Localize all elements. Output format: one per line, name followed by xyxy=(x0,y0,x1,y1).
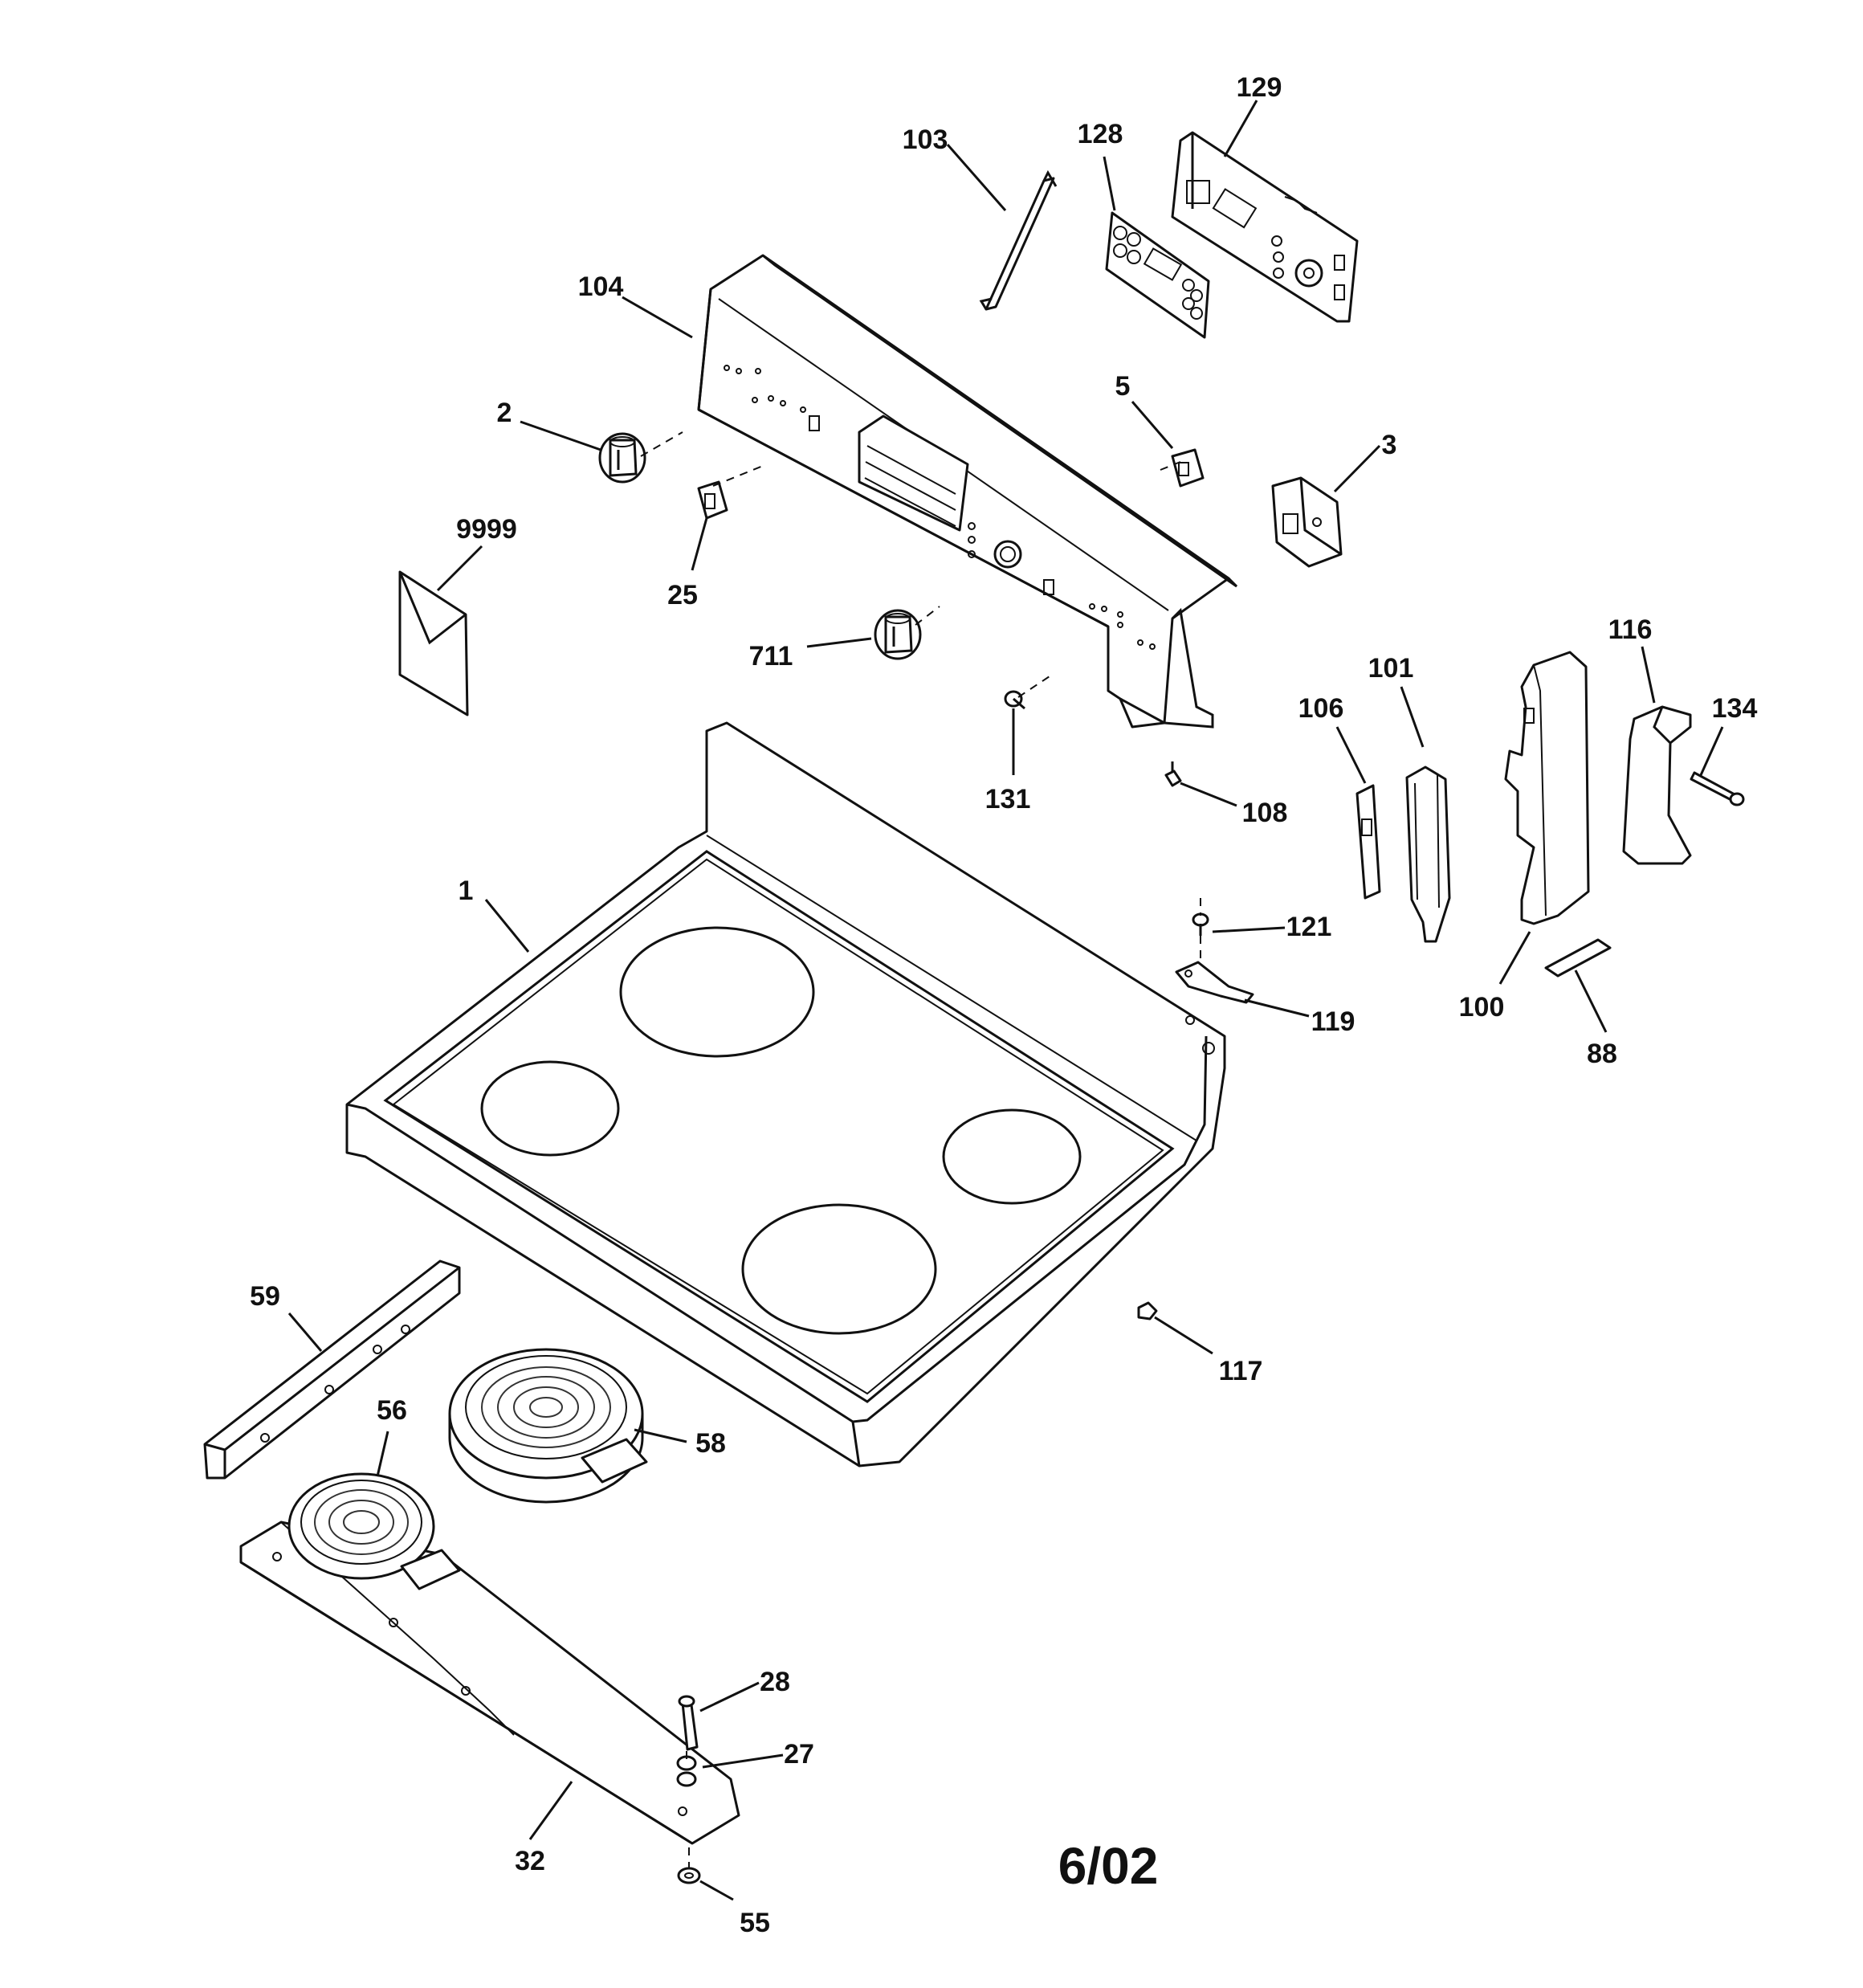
part-label-25: 25 xyxy=(667,580,698,610)
part-label-103: 103 xyxy=(903,125,948,155)
assembly-lines xyxy=(640,431,1201,1868)
date-code: 6/02 xyxy=(1058,1837,1159,1895)
screw-121 xyxy=(1192,912,1209,936)
part-label-116: 116 xyxy=(1608,614,1653,645)
nut-55 xyxy=(677,1867,701,1884)
part-label-134: 134 xyxy=(1712,693,1758,724)
knob-right xyxy=(874,609,922,660)
control-panel-backguard xyxy=(697,254,1238,729)
radiant-element-56 xyxy=(287,1472,461,1590)
part-label-131: 131 xyxy=(985,784,1031,814)
part-label-56: 56 xyxy=(377,1395,407,1426)
screw-134 xyxy=(1690,771,1745,806)
part-label-117: 117 xyxy=(1219,1356,1263,1386)
part-label-128: 128 xyxy=(1078,119,1123,149)
part-label-2: 2 xyxy=(497,398,512,428)
clip-88 xyxy=(1544,938,1612,978)
lamp-switch xyxy=(1171,448,1205,488)
part-label-121: 121 xyxy=(1286,912,1332,942)
rocker-switch xyxy=(697,480,728,520)
part-label-129: 129 xyxy=(1237,72,1282,103)
nut-117 xyxy=(1137,1301,1158,1321)
part-label-101: 101 xyxy=(1368,653,1414,684)
bracket-106 xyxy=(1355,784,1381,900)
part-label-3: 3 xyxy=(1382,430,1397,460)
part-label-100: 100 xyxy=(1459,992,1505,1023)
spacer-27 xyxy=(676,1755,697,1787)
side-trim-100 xyxy=(1504,651,1590,925)
part-label-32: 32 xyxy=(515,1846,545,1876)
part-label-104: 104 xyxy=(578,271,624,302)
burner-bracket-32 xyxy=(239,1521,740,1845)
bracket-101 xyxy=(1405,765,1451,943)
control-board xyxy=(1171,131,1359,323)
part-label-55: 55 xyxy=(740,1908,770,1938)
display-bracket xyxy=(979,169,1058,311)
end-cap-116 xyxy=(1622,705,1692,865)
glass-cooktop xyxy=(345,721,1226,1468)
literature-envelope xyxy=(398,570,469,716)
knob-left xyxy=(598,432,646,484)
part-label-119: 119 xyxy=(1311,1006,1355,1037)
part-label-108: 108 xyxy=(1242,798,1288,828)
part-label-9999: 9999 xyxy=(456,514,517,545)
leader-lines xyxy=(287,100,1724,1901)
hinge-119 xyxy=(1175,961,1254,1004)
part-label-27: 27 xyxy=(784,1739,814,1770)
part-label-106: 106 xyxy=(1298,693,1344,724)
part-label-1: 1 xyxy=(459,876,474,906)
radiant-element-58 xyxy=(448,1348,648,1504)
screw-131 xyxy=(1004,690,1025,710)
touchpad-overlay xyxy=(1105,211,1210,339)
part-label-711: 711 xyxy=(749,641,793,672)
part-label-28: 28 xyxy=(760,1667,790,1697)
leveling-leg-28 xyxy=(678,1695,699,1751)
part-label-5: 5 xyxy=(1115,371,1131,402)
part-label-58: 58 xyxy=(695,1428,726,1459)
infinite-switch xyxy=(1271,476,1343,568)
burner-support-rail-59 xyxy=(203,1259,461,1480)
screw-108 xyxy=(1164,761,1182,787)
part-label-59: 59 xyxy=(250,1281,280,1312)
part-label-88: 88 xyxy=(1587,1039,1617,1069)
